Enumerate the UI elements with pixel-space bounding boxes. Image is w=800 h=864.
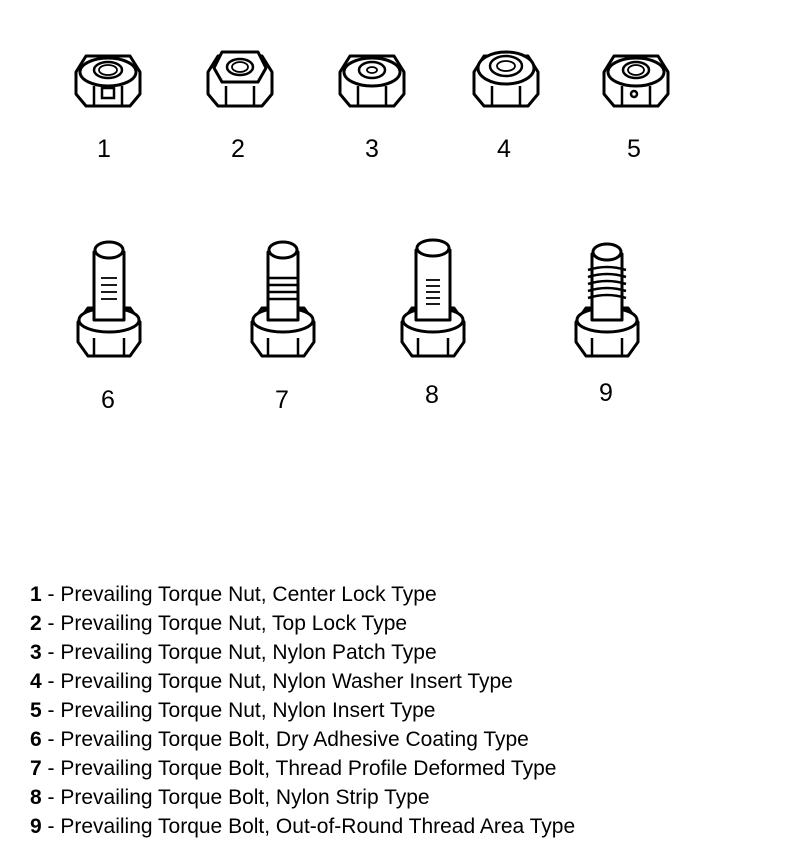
- callout-6: 6: [101, 386, 115, 414]
- legend-row-5: 5 - Prevailing Torque Nut, Nylon Insert …: [30, 699, 436, 722]
- legend-row-4: 4 - Prevailing Torque Nut, Nylon Washer …: [30, 670, 513, 693]
- legend-row-8: 8 - Prevailing Torque Bolt, Nylon Strip …: [30, 786, 430, 809]
- bolt-8-illustration: [398, 236, 468, 369]
- legend-row-3: 3 - Prevailing Torque Nut, Nylon Patch T…: [30, 641, 437, 664]
- bolt-9-illustration: [572, 240, 642, 369]
- callout-2: 2: [231, 135, 245, 163]
- nut-2-illustration: [204, 46, 276, 117]
- nut-4-illustration: [470, 44, 542, 117]
- callout-7: 7: [275, 386, 289, 414]
- legend-row-6: 6 - Prevailing Torque Bolt, Dry Adhesive…: [30, 728, 529, 751]
- callout-3: 3: [365, 135, 379, 163]
- bolt-6-illustration: [74, 238, 144, 369]
- legend-row-2: 2 - Prevailing Torque Nut, Top Lock Type: [30, 612, 408, 635]
- bolt-7-illustration: [248, 238, 318, 369]
- callout-4: 4: [497, 135, 511, 163]
- legend-row-1: 1 - Prevailing Torque Nut, Center Lock T…: [30, 583, 437, 606]
- callout-5: 5: [627, 135, 641, 163]
- legend-row-7: 7 - Prevailing Torque Bolt, Thread Profi…: [30, 757, 557, 780]
- callout-1: 1: [97, 135, 111, 163]
- callout-9: 9: [599, 379, 613, 407]
- legend-row-9: 9 - Prevailing Torque Bolt, Out-of-Round…: [30, 815, 576, 838]
- callout-8: 8: [425, 381, 439, 409]
- legend: 1 - Prevailing Torque Nut, Center Lock T…: [30, 580, 575, 841]
- nut-1-illustration: [72, 48, 144, 117]
- nut-3-illustration: [336, 48, 408, 117]
- nut-5-illustration: [600, 48, 672, 117]
